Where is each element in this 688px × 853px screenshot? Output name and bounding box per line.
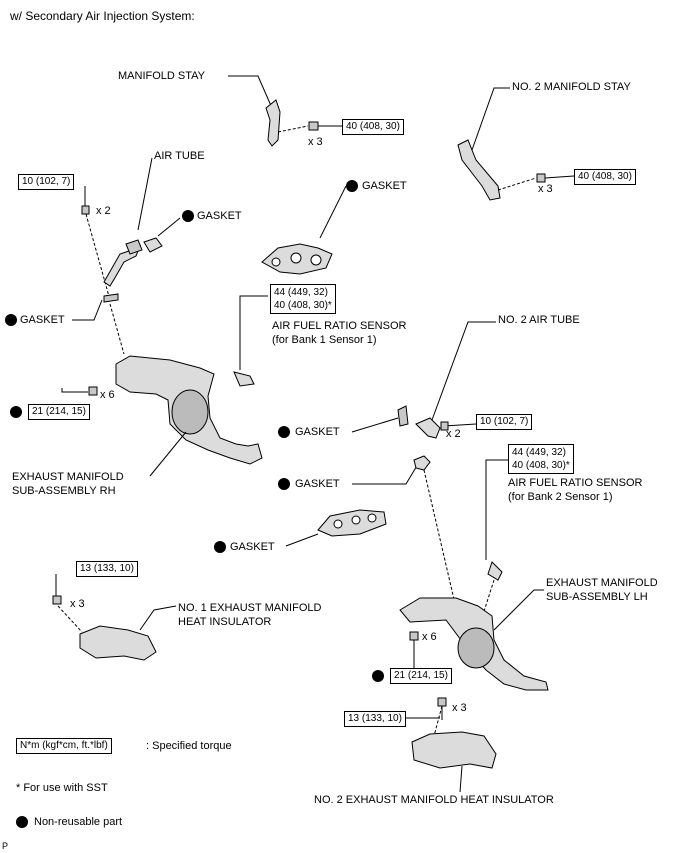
label-no2-air-tube: NO. 2 AIR TUBE	[498, 314, 580, 326]
label-exh-rh-1: EXHAUST MANIFOLD	[12, 471, 124, 483]
no2-heat-insulator	[411, 731, 497, 769]
non-reusable-icon	[346, 180, 358, 192]
label-manifold-stay: MANIFOLD STAY	[118, 70, 205, 82]
qty-exh-lh: x 6	[422, 631, 437, 643]
label-no1-ins-2: HEAT INSULATOR	[178, 616, 272, 628]
gasket-small-left	[103, 293, 119, 303]
torque-af-b2-line2: 40 (408, 30)*	[512, 460, 570, 471]
qty-no2-insulator: x 3	[452, 702, 467, 714]
torque-af-b2-line1: 44 (449, 32)	[512, 447, 566, 458]
no2-manifold-stay	[457, 139, 501, 201]
legend-torque-desc: : Specified torque	[146, 740, 232, 752]
torque-exh-lh: 21 (214, 15)	[390, 668, 452, 684]
no2-air-tube	[415, 417, 441, 439]
torque-no2-insulator: 13 (133, 10)	[344, 711, 406, 727]
label-exh-rh-2: SUB-ASSEMBLY RH	[12, 485, 116, 497]
bolt-no2-manifold-stay	[536, 173, 575, 183]
label-air-tube: AIR TUBE	[154, 150, 205, 162]
label-af-sensor-bank2: AIR FUEL RATIO SENSOR	[508, 477, 643, 489]
af-sensor-bank1	[233, 371, 255, 387]
torque-af-b1-line1: 44 (449, 32)	[274, 287, 328, 298]
label-exh-lh-2: SUB-ASSEMBLY LH	[546, 591, 648, 603]
label-gasket-left: GASKET	[20, 314, 65, 326]
label-af-sensor-bank2-sub: (for Bank 2 Sensor 1)	[508, 491, 613, 503]
qty-no1-insulator: x 3	[70, 598, 85, 610]
label-af-sensor-bank1-sub: (for Bank 1 Sensor 1)	[272, 334, 377, 346]
bolt-no2-air-tube	[440, 421, 449, 431]
qty-no2-air-tube: x 2	[446, 428, 461, 440]
manifold-stay	[265, 99, 281, 147]
non-reusable-icon	[372, 670, 384, 682]
qty-no2-manifold-stay: x 3	[538, 183, 553, 195]
label-gasket-top: GASKET	[362, 180, 407, 192]
corner-mark: P	[2, 841, 9, 851]
no1-heat-insulator	[79, 625, 157, 661]
gasket-b2-air	[397, 405, 409, 427]
qty-exh-rh: x 6	[100, 389, 115, 401]
af-sensor-bank2	[487, 561, 503, 581]
label-gasket-b2-air: GASKET	[295, 426, 340, 438]
non-reusable-icon	[5, 314, 17, 326]
label-gasket-air-tube: GASKET	[197, 210, 242, 222]
bolt-no2-insulator	[437, 697, 447, 707]
torque-no2-manifold-stay: 40 (408, 30)	[574, 169, 636, 185]
gasket-lower	[317, 509, 387, 537]
label-no2-ins: NO. 2 EXHAUST MANIFOLD HEAT INSULATOR	[314, 794, 554, 806]
non-reusable-icon	[10, 406, 22, 418]
legend-sst-note: * For use with SST	[16, 782, 108, 794]
torque-no2-air-tube: 10 (102, 7)	[476, 414, 533, 430]
non-reusable-icon	[214, 541, 226, 553]
torque-no1-insulator: 13 (133, 10)	[76, 561, 138, 577]
label-no1-ins-1: NO. 1 EXHAUST MANIFOLD	[178, 602, 322, 614]
legend-torque-box: N*m (kgf*cm, ft.*lbf)	[16, 738, 112, 754]
non-reusable-icon	[16, 816, 28, 828]
legend-non-reusable: Non-reusable part	[34, 816, 123, 828]
torque-air-tube: 10 (102, 7)	[18, 174, 75, 190]
gasket-round-b2	[413, 455, 431, 471]
qty-manifold-stay: x 3	[308, 136, 323, 148]
qty-air-tube: x 2	[96, 205, 111, 217]
torque-af-sensor-bank2: 44 (449, 32) 40 (408, 30)*	[508, 444, 574, 474]
torque-af-b1-line2: 40 (408, 30)*	[274, 300, 332, 311]
page-title: w/ Secondary Air Injection System:	[10, 9, 195, 23]
bolt-manifold-stay	[308, 121, 342, 131]
label-gasket-lower: GASKET	[230, 541, 275, 553]
torque-exh-rh: 21 (214, 15)	[28, 404, 90, 420]
label-exh-lh-1: EXHAUST MANIFOLD	[546, 577, 658, 589]
bolt-air-tube	[81, 205, 90, 215]
torque-manifold-stay: 40 (408, 30)	[342, 119, 404, 135]
gasket-air-tube	[143, 237, 163, 253]
label-gasket-round-b2: GASKET	[295, 478, 340, 490]
torque-af-sensor-bank1: 44 (449, 32) 40 (408, 30)*	[270, 284, 336, 314]
label-no2-manifold-stay: NO. 2 MANIFOLD STAY	[512, 81, 631, 93]
non-reusable-icon	[182, 210, 194, 222]
non-reusable-icon	[278, 478, 290, 490]
bolt-exh-rh	[88, 386, 98, 396]
non-reusable-icon	[278, 426, 290, 438]
bolt-no1-insulator	[52, 595, 62, 605]
bolt-exh-lh	[409, 631, 419, 641]
label-af-sensor-bank1: AIR FUEL RATIO SENSOR	[272, 320, 407, 332]
